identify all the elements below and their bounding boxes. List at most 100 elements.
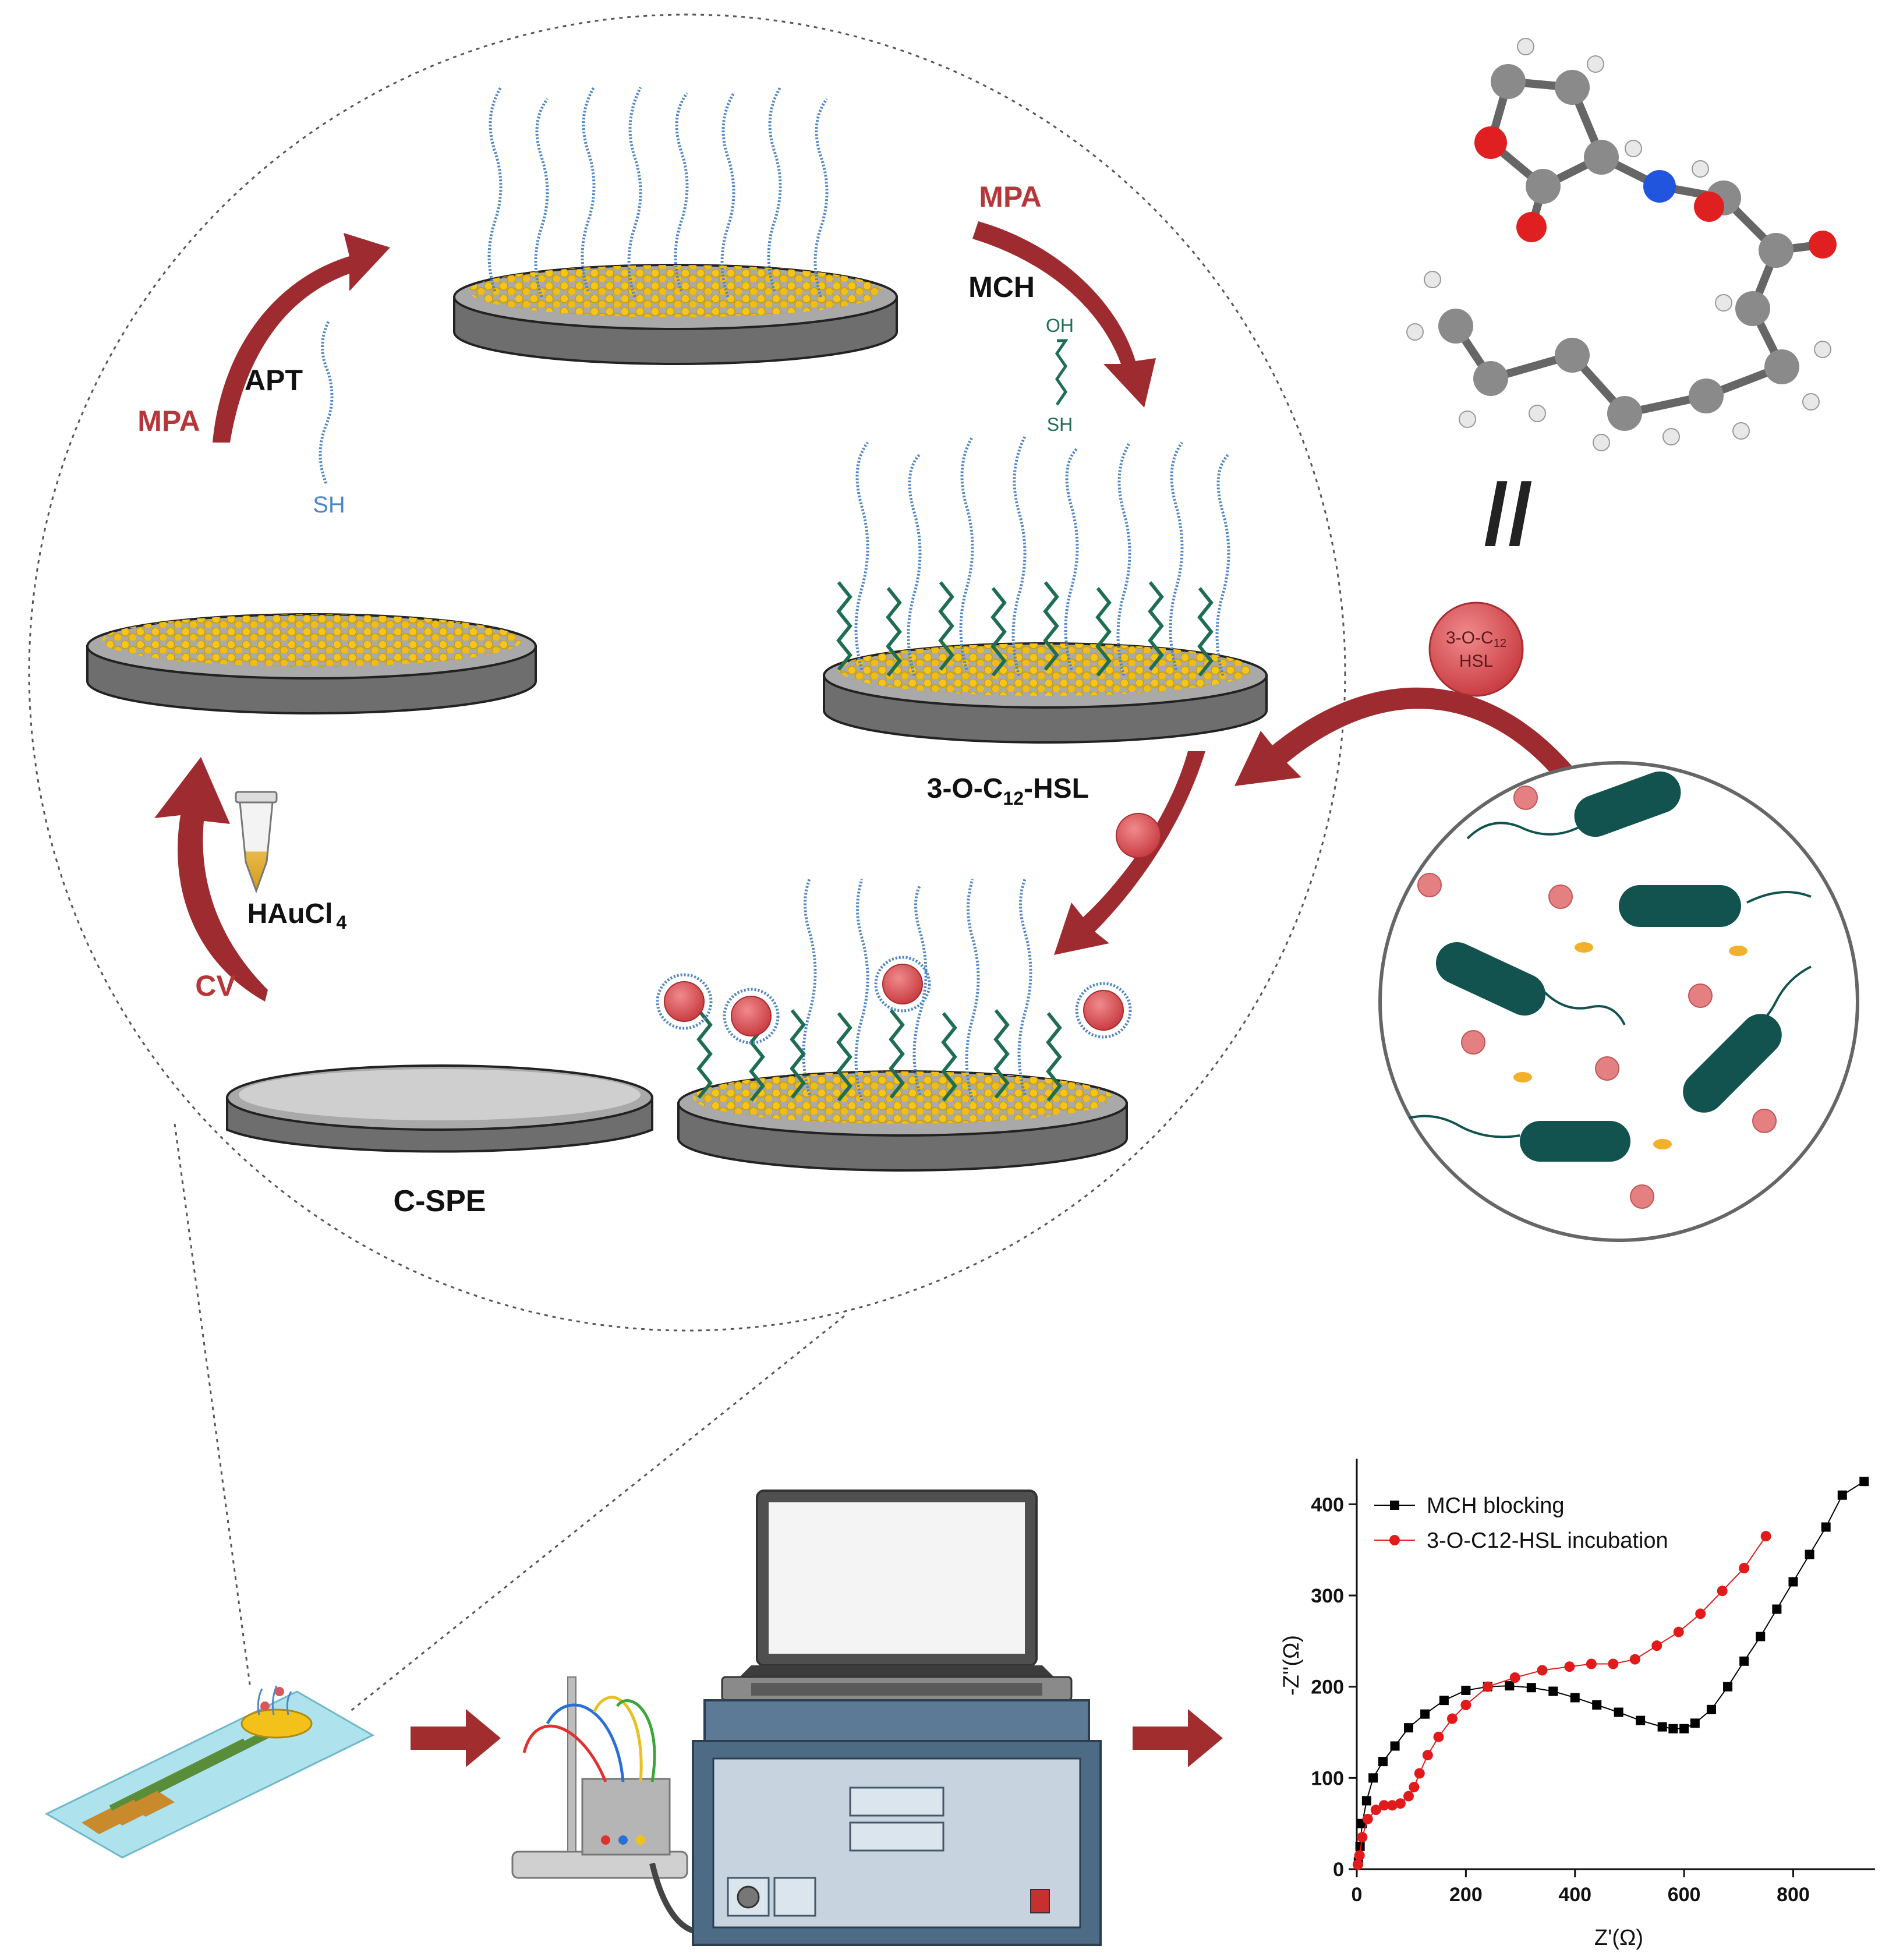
y-tick-label: 0 [1333,1859,1344,1881]
data-point [1717,1586,1728,1597]
aptamer-mch-electrode [823,642,1268,744]
data-point [1756,1632,1766,1641]
zoom-circle [28,13,1346,1332]
data-point [1690,1718,1700,1728]
data-point [1859,1477,1869,1487]
data-point [1439,1696,1449,1706]
data-point [1636,1715,1646,1725]
legend-label: MCH blocking [1427,1494,1565,1518]
data-point [1404,1723,1413,1733]
y-tick-label: 400 [1311,1494,1344,1516]
data-point [1395,1798,1406,1809]
data-point [1614,1707,1623,1717]
data-point [1739,1656,1749,1666]
data-point [1657,1722,1667,1732]
data-point [1608,1658,1619,1669]
data-point [1739,1563,1750,1573]
aptamer-strands-bottom [802,879,1032,1101]
cv-label: CV [195,970,236,1002]
bound-analyte-complexes [656,956,1132,1045]
arrow-from-bacteria [1234,687,1584,792]
arrow-analyte [1054,751,1205,955]
y-axis-title: -Z''(Ω) [1279,1635,1304,1696]
screen-printed-electrode-strip [44,1685,375,1859]
data-point [1386,1800,1398,1811]
bare-electrode [226,1064,653,1153]
data-point [1673,1626,1684,1637]
cspe-label: C-SPE [394,1184,486,1218]
mch-thiol-strand [1055,339,1069,406]
data-point [1354,1850,1365,1861]
data-point [1368,1773,1378,1783]
data-point [1355,1841,1365,1851]
arrow-to-potentiostat [411,1709,501,1767]
apt-sh-label: SH [313,492,345,518]
data-point [1460,1700,1471,1710]
arrow-mpa-mch [972,221,1156,408]
potentiostat [692,1699,1102,1946]
mch-label: MCH [968,271,1035,303]
haucl-tube-icon [235,791,278,894]
mch-strands-mid [836,581,1214,677]
data-point [1679,1724,1689,1733]
mch-oh-label: OH [1046,315,1074,336]
data-point [1509,1672,1520,1683]
data-point [1352,1859,1363,1870]
arrow-mpa-apt [213,233,390,443]
data-point [1361,1796,1371,1806]
data-point [1772,1604,1782,1614]
legend-marker [1390,1501,1399,1510]
data-point [1837,1490,1847,1500]
legend-label: 3-O-C12-HSL incubation [1427,1529,1668,1553]
data-point [1548,1686,1558,1696]
y-tick-label: 200 [1311,1676,1344,1699]
data-point [1357,1832,1368,1843]
zoom-line-left [174,1123,252,1689]
data-point [1564,1661,1575,1672]
data-point [1788,1577,1798,1587]
x-tick-label: 400 [1558,1884,1591,1906]
data-point [1378,1800,1389,1811]
data-point [1821,1522,1831,1532]
x-axis-title: Z'(Ω) [1594,1926,1643,1950]
analyte-small-icon [1116,813,1161,858]
x-tick-label: 200 [1449,1884,1483,1906]
gold-electrode [86,613,537,714]
data-point [1482,1681,1493,1692]
data-point [1723,1682,1733,1692]
electrode-stand [511,1676,748,1935]
data-point [1592,1700,1602,1710]
y-tick-label: 300 [1311,1585,1344,1607]
aptamer-strands-mid [854,436,1230,676]
data-point [1390,1741,1400,1751]
data-point [1695,1608,1706,1619]
data-point [1370,1805,1381,1816]
data-point [1378,1757,1388,1767]
equals-sign: // [1484,465,1532,563]
data-point [1403,1791,1414,1802]
molecule-ball-and-stick [1406,38,1837,451]
svg-text:3-O-C12: 3-O-C12 [1446,628,1506,650]
y-tick-label: 100 [1311,1767,1344,1789]
data-point [1668,1724,1678,1733]
process-arrows [154,221,1584,1002]
mpa-right-label: MPA [979,181,1041,213]
data-point [1629,1654,1640,1665]
data-point [1537,1665,1548,1676]
x-tick-label: 600 [1668,1884,1701,1906]
x-tick-label: 0 [1352,1884,1363,1906]
data-point [1706,1704,1716,1714]
data-point [1414,1768,1425,1779]
data-point [1651,1640,1662,1651]
data-point [1422,1750,1433,1761]
laptop [721,1490,1073,1701]
data-point [1760,1531,1771,1542]
analyte-label: 3-O-C12-HSL [927,773,1089,809]
svg-text:HSL: HSL [1459,652,1493,671]
data-point [1505,1681,1515,1691]
ahl-large-icon: 3-O-C12 HSL [1428,602,1524,697]
data-point [1409,1782,1420,1792]
series-line [1357,1536,1767,1865]
